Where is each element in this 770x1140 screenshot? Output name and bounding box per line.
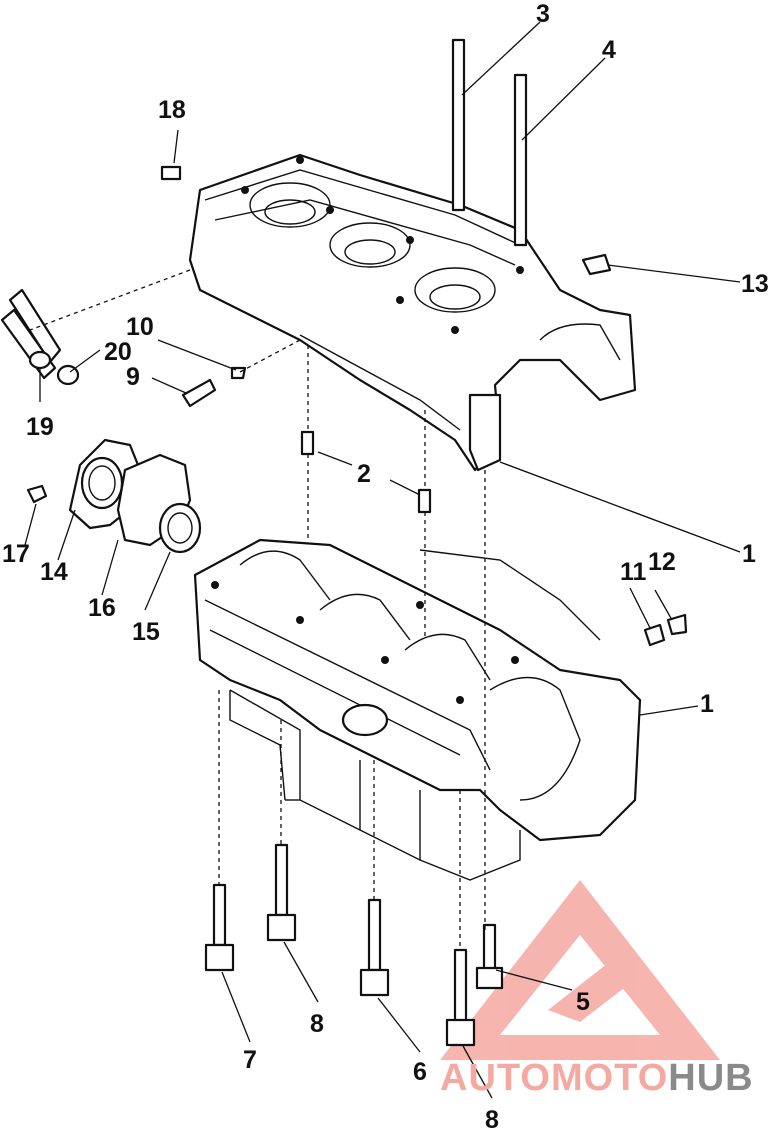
callout-2: 2 (357, 460, 371, 488)
callout-4: 4 (602, 36, 616, 64)
callout-9: 9 (126, 363, 140, 391)
leader-lines (24, 21, 741, 1099)
watermark-text: AUTOMOTOHUB (440, 1057, 754, 1099)
watermark-moto: MOTO (551, 1057, 668, 1099)
callout-12: 12 (648, 548, 676, 576)
watermark-auto: AUTO (440, 1057, 551, 1099)
callout-19: 19 (26, 413, 54, 441)
callout-8-left: 8 (310, 1010, 324, 1038)
upper-crankcase (188, 153, 637, 472)
svg-text:AUTOMOTOHUB: AUTOMOTOHUB (440, 1057, 754, 1099)
callout-7: 7 (243, 1046, 257, 1074)
callout-3: 3 (536, 0, 550, 28)
callout-10: 10 (126, 313, 154, 341)
callout-13: 13 (741, 270, 769, 298)
callout-1-lower: 1 (700, 690, 714, 718)
fittings (0, 165, 688, 647)
seal-plate-assembly (26, 438, 202, 554)
watermark-logo (440, 880, 720, 1060)
callout-14: 14 (40, 558, 68, 586)
callout-17: 17 (2, 540, 30, 568)
callout-5: 5 (576, 988, 590, 1016)
callout-8-right: 8 (485, 1106, 499, 1134)
callout-20: 20 (104, 338, 132, 366)
callout-16: 16 (88, 594, 116, 622)
lower-crankcase (193, 538, 642, 881)
callout-15: 15 (132, 618, 160, 646)
bolts (204, 843, 504, 1047)
alignment-lines (29, 269, 486, 950)
callout-1-upper: 1 (742, 540, 756, 568)
callout-6: 6 (413, 1058, 427, 1086)
watermark-hub: HUB (668, 1057, 753, 1099)
callout-18: 18 (158, 96, 186, 124)
callout-11: 11 (620, 558, 647, 586)
